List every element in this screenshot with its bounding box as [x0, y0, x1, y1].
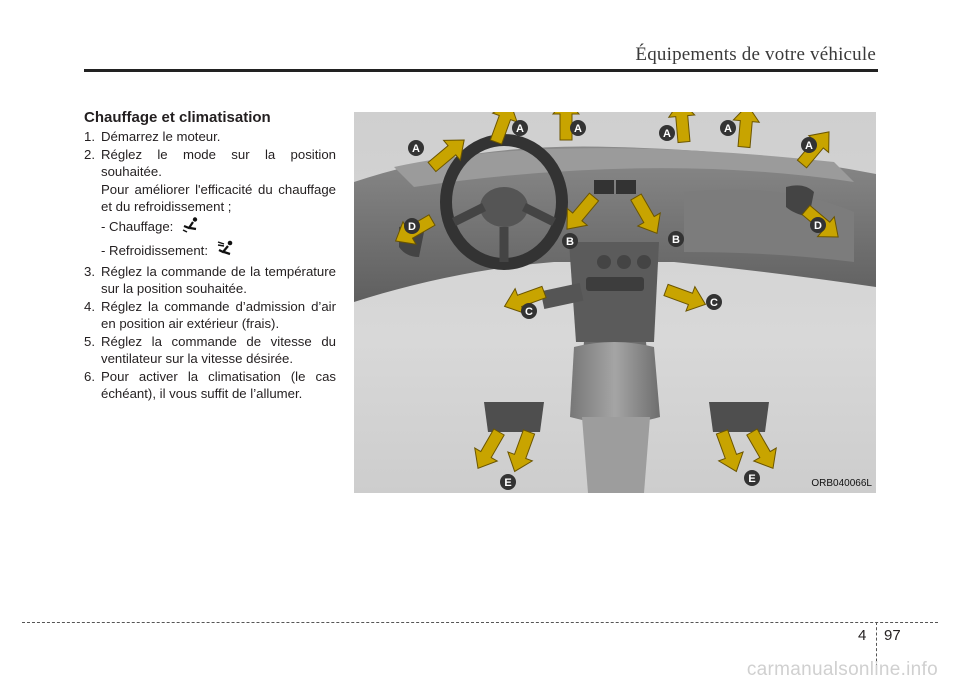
- heating-mode-label: - Chauffage:: [101, 219, 174, 234]
- callout-a: A: [801, 137, 817, 153]
- heating-mode-row: - Chauffage:: [84, 217, 336, 238]
- callout-c: C: [521, 303, 537, 319]
- watermark: carmanualsonline.info: [746, 659, 938, 680]
- page-header-title: Équipements de votre véhicule: [635, 44, 876, 65]
- chapter-number: 4: [858, 627, 867, 644]
- step-text: Pour activer la climatisation (le cas éc…: [101, 369, 336, 401]
- callout-c: C: [706, 294, 722, 310]
- svg-text:C: C: [710, 297, 718, 309]
- step-text: Réglez la commande de la température sur…: [101, 264, 336, 296]
- airflow-arrow: [715, 429, 744, 473]
- airflow-arrow: [474, 428, 505, 470]
- airflow-callouts: A A A A A A D D B B C C E E: [394, 112, 839, 490]
- step-number: 1.: [84, 128, 95, 144]
- step-6: 6. Pour activer la climatisation (le cas…: [84, 369, 336, 402]
- step-number: 5.: [84, 334, 95, 349]
- airflow-arrow: [427, 139, 465, 173]
- callout-e: E: [500, 474, 516, 490]
- svg-text:D: D: [814, 220, 822, 232]
- footer-rule: [22, 622, 938, 623]
- svg-text:A: A: [574, 123, 582, 135]
- callout-d: D: [404, 218, 420, 234]
- callout-a: A: [570, 120, 586, 136]
- step-text: Réglez le mode sur la position souhaitée…: [101, 147, 336, 179]
- figure-code: ORB040066L: [811, 478, 872, 489]
- floor-mode-icon: [181, 217, 201, 238]
- callout-d: D: [810, 217, 826, 233]
- step-number: 2.: [84, 147, 95, 162]
- vent-diagram: A A A A A A D D B B C C E E ORB040066L: [354, 112, 876, 493]
- svg-text:A: A: [724, 123, 732, 135]
- svg-text:A: A: [663, 128, 671, 140]
- airflow-arrow: [732, 112, 761, 149]
- dashboard-illustration: [354, 134, 876, 493]
- right-floor-duct: [709, 402, 769, 432]
- svg-text:B: B: [672, 234, 680, 246]
- callout-a: A: [659, 125, 675, 141]
- section-title: Chauffage et climatisation: [84, 109, 271, 126]
- page-number: 97: [884, 627, 901, 644]
- efficiency-note: Pour améliorer l'efficacité du chauffage…: [101, 182, 336, 214]
- airflow-arrow: [507, 429, 536, 473]
- step-number: 6.: [84, 369, 95, 384]
- step-text: Démarrez le moteur.: [101, 128, 221, 144]
- airflow-arrow: [663, 283, 707, 312]
- instructions-column: Chauffage et climatisation 1. Démarrez l…: [84, 109, 336, 404]
- step-4: 4. Réglez la commande d’admission d’air …: [84, 299, 336, 332]
- step-text: Réglez la commande d’admission d’air en …: [101, 299, 336, 331]
- airflow-arrow: [667, 112, 696, 144]
- callout-b: B: [668, 231, 684, 247]
- svg-text:A: A: [412, 143, 420, 155]
- step-5: 5. Réglez la commande de vitesse du vent…: [84, 334, 336, 367]
- steering-wheel: [440, 134, 568, 270]
- svg-text:E: E: [504, 477, 511, 489]
- svg-text:B: B: [566, 236, 574, 248]
- svg-text:E: E: [748, 473, 755, 485]
- step-3: 3. Réglez la commande de la température …: [84, 264, 336, 297]
- cooling-mode-row: - Refroidissement:: [84, 240, 336, 263]
- floor-console: [582, 417, 650, 493]
- step-1: 1. Démarrez le moteur.: [84, 129, 336, 146]
- dashboard-top: [394, 148, 854, 187]
- face-mode-icon: [216, 240, 236, 263]
- header-rule: [84, 69, 878, 72]
- callout-b: B: [562, 233, 578, 249]
- callout-a: A: [408, 140, 424, 156]
- airflow-arrow: [489, 112, 518, 145]
- cooling-mode-label: - Refroidissement:: [101, 242, 209, 258]
- svg-text:D: D: [408, 221, 416, 233]
- step-number: 3.: [84, 264, 95, 279]
- step-2: 2. Réglez le mode sur la position souhai…: [84, 147, 336, 180]
- callout-a: A: [512, 120, 528, 136]
- left-floor-duct: [484, 402, 544, 432]
- airflow-arrow: [630, 193, 661, 235]
- airflow-arrow: [551, 112, 581, 141]
- callout-e: E: [744, 470, 760, 486]
- step-text: Réglez la commande de vitesse du ventila…: [101, 334, 336, 366]
- airflow-arrow: [746, 428, 777, 470]
- center-console: [569, 242, 659, 342]
- svg-text:A: A: [805, 140, 813, 152]
- armrest: [570, 342, 660, 424]
- svg-text:C: C: [525, 306, 533, 318]
- airflow-arrow: [566, 192, 600, 230]
- step-number: 4.: [84, 299, 95, 314]
- svg-text:A: A: [516, 123, 524, 135]
- footer-divider: [876, 622, 877, 672]
- callout-a: A: [720, 120, 736, 136]
